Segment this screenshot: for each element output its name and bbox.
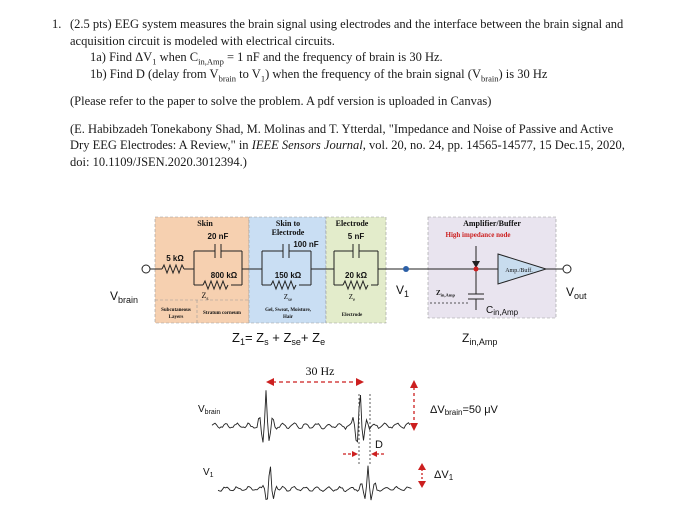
zse-label: Zse <box>284 293 293 303</box>
reference-text: (E. Habibzadeh Tonekabony Shad, M. Molin… <box>70 121 625 169</box>
electrode-capacitor: 5 nF <box>348 232 365 241</box>
delay-label: D <box>375 439 383 451</box>
interface-title-b: Electrode <box>272 228 305 237</box>
zin-amp-small-label: Zin,Amp <box>436 289 456 298</box>
subcutaneous-label-b: Layers <box>169 315 184 320</box>
part-b: 1b) Find D (delay from Vbrain to V1) whe… <box>90 66 548 83</box>
problem-intro: 1. (2.5 pts) EEG system measures the bra… <box>52 16 630 49</box>
electrode-resistor: 20 kΩ <box>345 271 368 280</box>
waveform-v1-label: V1 <box>203 467 214 479</box>
zin-amp-label: Zin,Amp <box>462 331 497 347</box>
vbrain-waveform <box>211 390 411 443</box>
skin-parallel-resistor: 800 kΩ <box>211 271 238 280</box>
amplifier-block-label: Amp./Buff. <box>505 267 533 274</box>
skin-series-resistor: 5 kΩ <box>166 254 184 263</box>
skin-capacitor: 20 nF <box>208 232 229 241</box>
input-terminal <box>141 264 151 274</box>
zin-arrow <box>430 246 480 304</box>
period-arrow <box>266 378 364 386</box>
electrode-region <box>325 216 387 324</box>
electrode-bottom-label: Electrode <box>342 313 363 318</box>
output-terminal <box>562 264 572 274</box>
frequency-label: 30 Hz <box>306 364 335 378</box>
impedance-equation: Z1= Zs + Zse+ Ze <box>232 330 325 347</box>
amplifier-subtitle: High impedance node <box>446 231 511 239</box>
electrode-title: Electrode <box>336 219 369 228</box>
amp-node <box>473 266 479 272</box>
dv1-arrow <box>418 463 426 488</box>
gel-label-a: Gel, Sweat, Moisture, <box>265 308 312 313</box>
delay-arrows <box>343 394 384 466</box>
v1-waveform <box>217 465 412 501</box>
interface-capacitor: 100 nF <box>293 240 318 249</box>
problem-number: 1. <box>52 17 62 31</box>
interface-title-a: Skin to <box>276 219 300 228</box>
waveform-vbrain-label: Vbrain <box>198 404 220 416</box>
part-a: 1a) Find ΔV1 when Cin,Amp = 1 nF and the… <box>90 50 443 67</box>
dv-brain-label: ΔVbrain=50 μV <box>430 404 499 417</box>
vbrain-label: Vbrain <box>110 289 138 305</box>
amplifier-triangle <box>497 253 548 285</box>
vout-label: Vout <box>566 285 587 301</box>
skin-title: Skin <box>197 219 213 228</box>
amplifier-title: Amplifier/Buffer <box>463 219 521 228</box>
gel-label-b: Hair <box>283 315 294 320</box>
intro-text: (2.5 pts) EEG system measures the brain … <box>70 17 624 48</box>
v1-node <box>403 266 409 272</box>
subcutaneous-label-a: Subcutaneous <box>161 308 191 313</box>
note-text: (Please refer to the paper to solve the … <box>70 94 492 108</box>
problem-text: 1. (2.5 pts) EEG system measures the bra… <box>52 16 630 170</box>
cin-amp-label: Cin,Amp <box>486 305 519 317</box>
dv1-label: ΔV1 <box>434 469 454 482</box>
ze-label: Ze <box>349 293 356 303</box>
interface-resistor: 150 kΩ <box>275 271 302 280</box>
zs-label: Zs <box>201 291 208 302</box>
stratum-corneum-label: Stratum corneum <box>203 311 242 316</box>
dv-brain-arrow <box>410 380 418 431</box>
v1-label: V1 <box>396 283 409 299</box>
